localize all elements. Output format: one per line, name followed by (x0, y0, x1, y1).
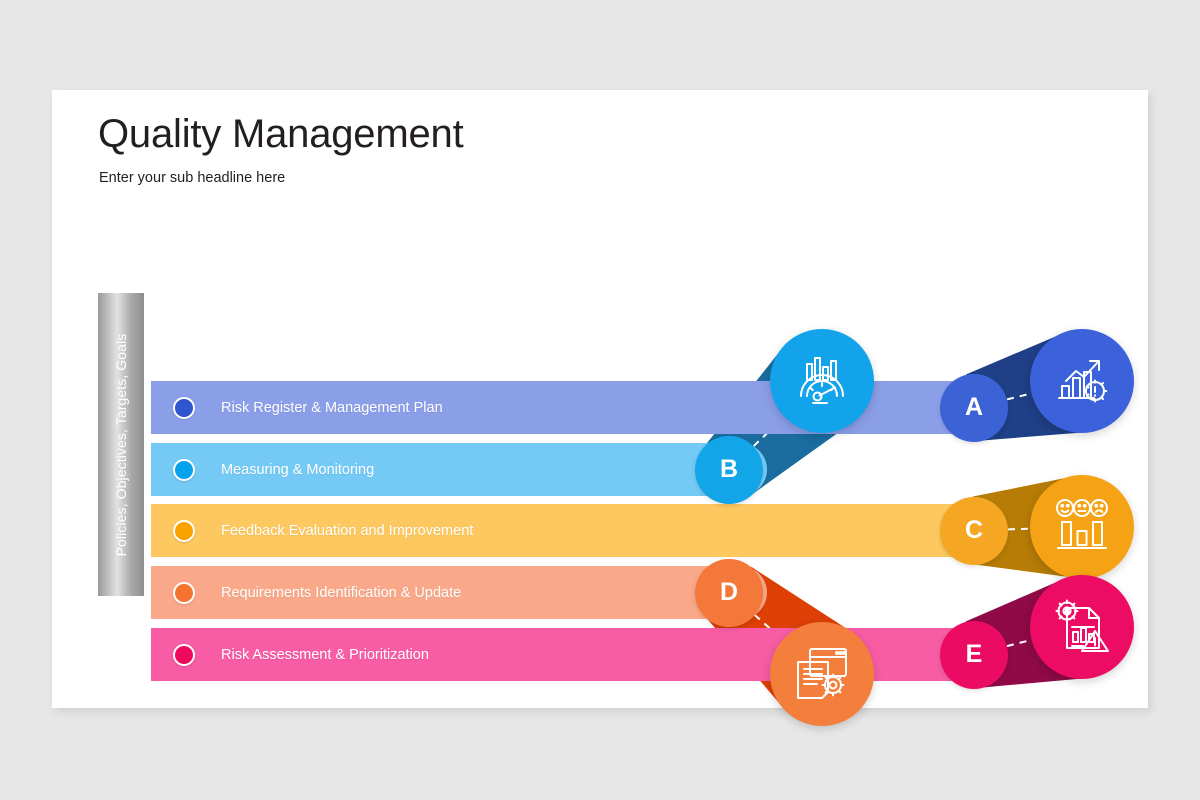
bullet-dot-c (173, 519, 195, 542)
step-badge-d[interactable]: D (695, 558, 763, 627)
satisfaction-faces-bars-icon (1053, 498, 1111, 556)
bar-chart-growth-gear-alert-icon (1054, 353, 1110, 409)
bar-label-a: Risk Register & Management Plan (221, 399, 443, 416)
bar-label-c: Feedback Evaluation and Improvement (221, 522, 474, 539)
process-bar-b[interactable]: Measuring & Monitoring (151, 443, 767, 496)
connector-dashed-line-c (1007, 527, 1031, 531)
gauge-speedometer-bars-icon (793, 352, 851, 410)
connector-dashed-line-a (1006, 392, 1032, 401)
slide-canvas: Quality Management Enter your sub headli… (52, 90, 1148, 726)
bar-label-e: Risk Assessment & Prioritization (221, 646, 429, 663)
process-bar-c[interactable]: Feedback Evaluation and Improvement (151, 504, 1007, 557)
icon-bubble-e[interactable] (1030, 575, 1134, 679)
step-badge-e[interactable]: E (940, 620, 1008, 689)
bullet-dot-e (173, 643, 195, 666)
bar-label-b: Measuring & Monitoring (221, 461, 375, 478)
process-bar-a[interactable]: Risk Register & Management Plan (151, 381, 1007, 434)
bullet-dot-a (173, 396, 195, 419)
page-subtitle: Enter your sub headline here (99, 170, 286, 186)
axis-label: Policies, Objectives, Targets, Goals (113, 333, 129, 556)
bullet-dot-b (173, 458, 195, 481)
connector-dashed-line-e (1006, 638, 1032, 648)
process-bar-d[interactable]: Requirements Identification & Update (151, 566, 767, 619)
page-title: Quality Management (98, 112, 464, 156)
bar-label-d: Requirements Identification & Update (221, 584, 462, 601)
icon-bubble-c[interactable] (1030, 475, 1134, 579)
icon-bubble-a[interactable] (1030, 329, 1134, 433)
step-badge-b[interactable]: B (695, 435, 763, 504)
document-window-gear-icon (793, 645, 851, 703)
bullet-dot-d (173, 581, 195, 604)
finance-report-gear-warning-icon (1053, 598, 1111, 656)
icon-bubble-d[interactable] (770, 622, 874, 726)
axis-gradient-bar: Policies, Objectives, Targets, Goals (98, 293, 144, 596)
process-bar-e[interactable]: Risk Assessment & Prioritization (151, 628, 1007, 681)
step-badge-a[interactable]: A (940, 373, 1008, 442)
step-badge-c[interactable]: C (940, 496, 1008, 565)
icon-bubble-b[interactable] (770, 329, 874, 433)
